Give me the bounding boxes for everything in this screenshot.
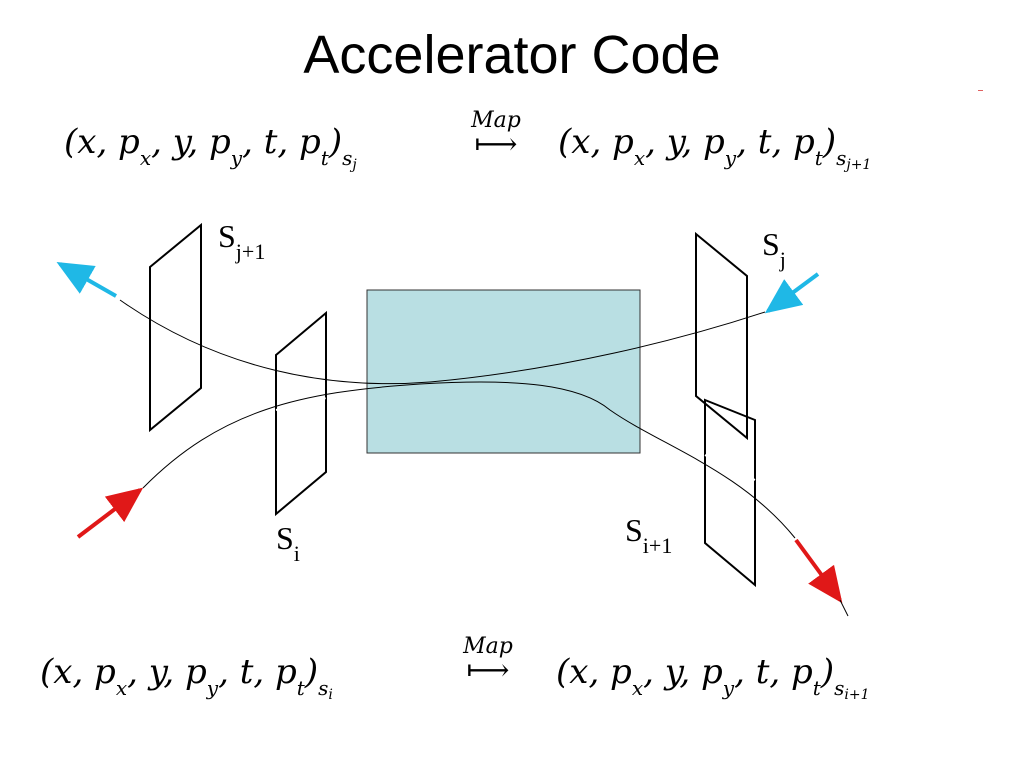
label-s-i1: Si+1 xyxy=(625,512,672,559)
accelerator-element-box xyxy=(366,289,641,454)
top-lhs-subsub: j xyxy=(352,157,357,173)
label-s-j1-base: S xyxy=(218,218,236,254)
bottom-formula-rhs: (x, px, y, py, t, pt)si+1 xyxy=(556,652,870,703)
stray-mark xyxy=(978,90,983,91)
cyan-arrow-out xyxy=(56,262,117,298)
trajectory-i-hidden-left xyxy=(275,397,327,411)
plane-s-i1 xyxy=(704,398,756,588)
label-s-i: Si xyxy=(276,520,300,567)
label-s-j-sub: j xyxy=(779,247,786,272)
label-s-j: Sj xyxy=(762,226,786,273)
top-rhs-sub: s xyxy=(836,146,847,170)
bottom-rhs-subsub: i+1 xyxy=(844,687,870,703)
red-arrow-in xyxy=(76,487,144,539)
slide-title: Accelerator Code xyxy=(303,25,721,85)
label-s-i1-base: S xyxy=(625,512,643,548)
trajectory-i-hidden-right xyxy=(704,454,756,481)
label-s-j-base: S xyxy=(762,226,780,262)
bottom-lhs-sub: s xyxy=(318,676,329,700)
plane-s-j xyxy=(695,231,748,441)
bottom-formula-lhs: (x, px, y, py, t, pt)si xyxy=(40,652,333,703)
top-formula-rhs: (x, px, y, py, t, pt)sj+1 xyxy=(558,122,872,173)
label-s-j1-sub: j+1 xyxy=(235,239,266,264)
top-map-label: Map xyxy=(471,108,521,133)
red-arrow-out xyxy=(794,538,843,604)
trajectory-j xyxy=(119,299,766,385)
top-rhs-subsub: j+1 xyxy=(846,157,872,173)
bottom-map-label: Map xyxy=(463,634,513,659)
plane-s-j1 xyxy=(149,222,202,433)
top-map-arrow: Map ⟼ xyxy=(456,108,536,162)
bottom-mapsto-symbol: ⟼ xyxy=(466,653,510,688)
top-formula-lhs: (x, px, y, py, t, pt)sj xyxy=(64,122,357,173)
cyan-arrow-in xyxy=(764,272,820,314)
label-s-j1: Sj+1 xyxy=(218,218,265,265)
bottom-rhs-sub: s xyxy=(834,676,845,700)
red-arrow-tail xyxy=(839,599,849,617)
trajectory-i xyxy=(142,381,796,539)
top-mapsto-symbol: ⟼ xyxy=(474,127,518,162)
plane-s-i xyxy=(275,310,327,517)
label-s-i1-sub: i+1 xyxy=(642,533,673,558)
label-s-i-base: S xyxy=(276,520,294,556)
label-s-i-sub: i xyxy=(293,541,300,566)
bottom-lhs-subsub: i xyxy=(328,687,333,703)
top-lhs-sub: s xyxy=(342,146,353,170)
bottom-map-arrow: Map ⟼ xyxy=(448,634,528,688)
